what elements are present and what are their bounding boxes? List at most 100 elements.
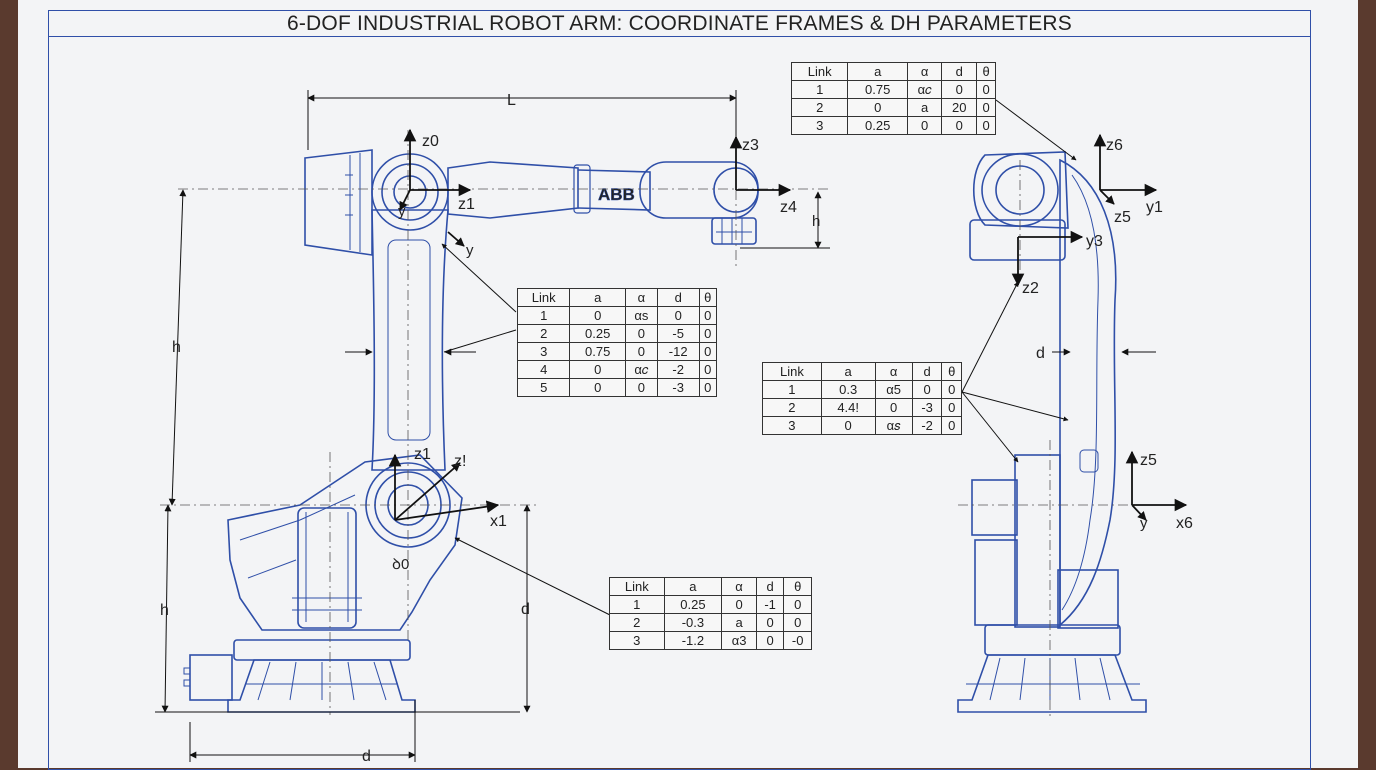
table-cell: 0.25	[847, 116, 909, 135]
col-header-theta: θ	[941, 362, 962, 381]
col-header-a: a	[847, 62, 909, 81]
table-cell: 0	[847, 98, 909, 117]
dim-d-base: d	[362, 748, 371, 765]
label-zi-base: z!	[454, 453, 466, 470]
col-header-alpha: α	[624, 288, 658, 307]
col-header-d: d	[941, 62, 978, 81]
label-y1: y1	[1146, 199, 1163, 216]
leader-lines	[441, 99, 1077, 616]
table-cell: -0.3	[663, 613, 723, 632]
forearm-tube	[577, 169, 651, 211]
table-cell: 0.75	[847, 80, 909, 99]
dim-h-lower: h	[160, 602, 169, 619]
table-cell: 0.75	[569, 342, 626, 361]
table-cell: 2	[790, 98, 849, 117]
table-cell: -0	[783, 631, 812, 650]
front-lower-housing	[1014, 454, 1061, 628]
label-z0: z0	[422, 133, 439, 150]
col-header-link: Link	[762, 362, 822, 381]
side-dimensions	[155, 90, 830, 762]
table-cell: -3	[911, 398, 943, 417]
table-cell: 0	[911, 380, 943, 399]
table-cell: 0	[698, 342, 718, 361]
front-side-motor	[971, 479, 1018, 536]
table-cell: 2	[762, 398, 822, 417]
table-cell: 4.4!	[820, 398, 876, 417]
table-cell: -1.2	[663, 631, 723, 650]
table-cell: 0	[755, 613, 785, 632]
table-cell: 0	[941, 416, 962, 435]
counterbalance-cylinder	[297, 507, 357, 629]
front-counterweight	[1057, 569, 1119, 629]
table-cell: α5	[874, 380, 913, 399]
drawing-title: 6-DOF INDUSTRIAL ROBOT ARM: COORDINATE F…	[286, 12, 1072, 35]
col-header-theta: θ	[783, 577, 812, 596]
front-column-inner	[1061, 174, 1099, 611]
table-cell: 4	[516, 360, 571, 379]
table-cell: 0	[755, 631, 785, 650]
table-cell: 0	[624, 378, 658, 397]
table-cell: 3	[516, 342, 571, 361]
label-x6: x6	[1176, 515, 1193, 532]
col-header-alpha: α	[907, 62, 943, 81]
label-z4: z4	[780, 199, 797, 216]
label-z3: z3	[742, 137, 759, 154]
abb-logo: ABB	[598, 185, 635, 204]
base-ribs	[245, 661, 398, 701]
table-cell: -3	[656, 378, 700, 397]
side-axes	[388, 128, 792, 521]
table-cell: 0	[569, 378, 626, 397]
front-column	[1059, 158, 1117, 627]
table-cell: 0	[976, 80, 996, 99]
table-cell: 0	[569, 360, 626, 379]
turret-housing	[227, 454, 463, 631]
col-header-a: a	[820, 362, 876, 381]
table-cell: 3	[762, 416, 822, 435]
motor-connector	[183, 667, 191, 687]
table-cell: 0	[941, 80, 978, 99]
table-cell: a	[721, 613, 757, 632]
counterbalance-detail	[292, 512, 362, 622]
table-cell: 1	[790, 80, 849, 99]
table-cell: 0	[624, 342, 658, 361]
label-z5-upper: z5	[1114, 209, 1131, 226]
dim-d-side: d	[1036, 345, 1045, 362]
label-y3: y3	[1086, 233, 1103, 250]
upper-arm	[371, 209, 449, 471]
table-cell: 20	[941, 98, 978, 117]
front-view-robot	[957, 151, 1147, 713]
table-cell: 0	[698, 360, 718, 379]
col-header-link: Link	[609, 577, 665, 596]
col-header-link: Link	[516, 288, 571, 307]
dim-h-tool: h	[812, 213, 820, 230]
table-cell: 0	[976, 98, 996, 117]
table-cell: 2	[609, 613, 665, 632]
col-header-alpha: α	[721, 577, 757, 596]
table-cell: 3	[609, 631, 665, 650]
table-cell: 0	[698, 306, 718, 325]
table-cell: 0	[698, 378, 718, 397]
col-header-d: d	[656, 288, 700, 307]
col-header-d: d	[755, 577, 785, 596]
table-cell: -2	[656, 360, 700, 379]
rear-motor-housing	[304, 149, 373, 256]
col-header-theta: θ	[976, 62, 996, 81]
table-cell: 0	[783, 613, 812, 632]
table-cell: 0	[941, 398, 962, 417]
dim-L: L	[507, 92, 516, 109]
tool-flange	[711, 217, 757, 245]
tool-flange-ribs	[716, 218, 752, 244]
table-header-row: Link a α d θ	[516, 288, 718, 307]
col-header-a: a	[569, 288, 626, 307]
